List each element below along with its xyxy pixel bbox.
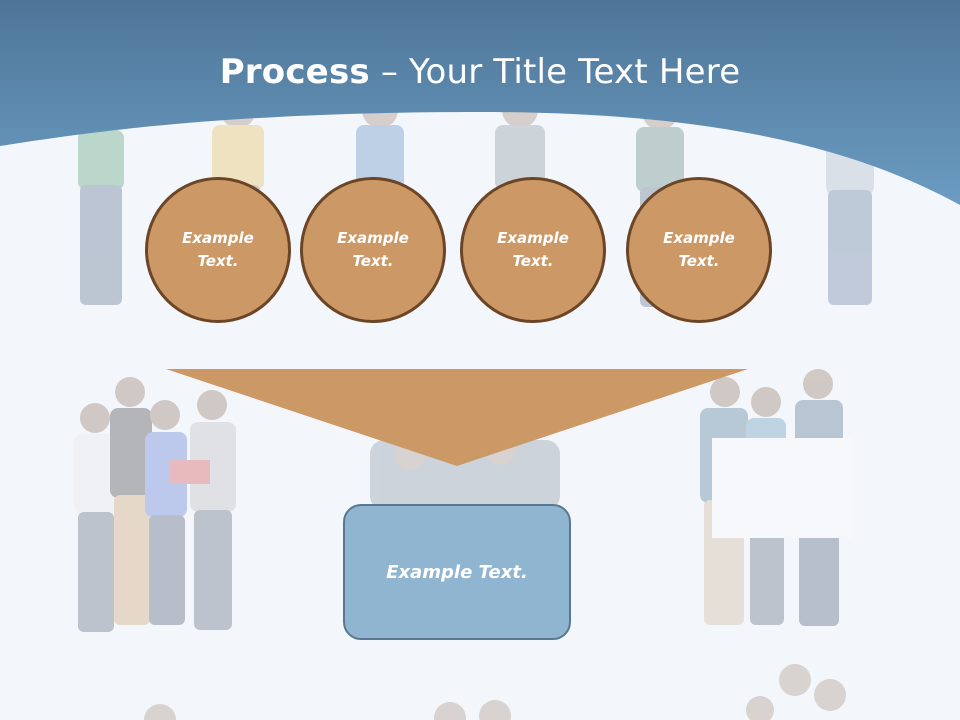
step-text-line1: Example (337, 229, 409, 247)
title-bold: Process (219, 52, 370, 92)
student-group-right (700, 369, 852, 626)
step-circle-label: Example Text. (173, 227, 263, 273)
student-group-bottom (144, 664, 846, 720)
step-circle-label: Example Text. (488, 227, 578, 273)
header-band (0, 0, 960, 205)
step-circle-3[interactable]: Example Text. (460, 177, 606, 323)
result-box[interactable]: Example Text. (343, 504, 571, 640)
step-text-line2: Text. (197, 252, 239, 270)
student-group-left (74, 377, 236, 632)
result-box-label: Example Text. (386, 561, 528, 583)
slide-title: Process – Your Title Text Here (0, 52, 960, 92)
step-text-line1: Example (497, 229, 569, 247)
step-text-line1: Example (182, 229, 254, 247)
step-text-line2: Text. (678, 252, 720, 270)
step-text-line2: Text. (352, 252, 394, 270)
title-rest: – Your Title Text Here (369, 52, 741, 92)
step-circle-label: Example Text. (654, 227, 744, 273)
step-text-line1: Example (663, 229, 735, 247)
funnel-triangle[interactable] (166, 369, 748, 466)
step-text-line2: Text. (512, 252, 554, 270)
step-circle-2[interactable]: Example Text. (300, 177, 446, 323)
step-circle-label: Example Text. (328, 227, 418, 273)
step-circle-1[interactable]: Example Text. (145, 177, 291, 323)
step-circle-4[interactable]: Example Text. (626, 177, 772, 323)
